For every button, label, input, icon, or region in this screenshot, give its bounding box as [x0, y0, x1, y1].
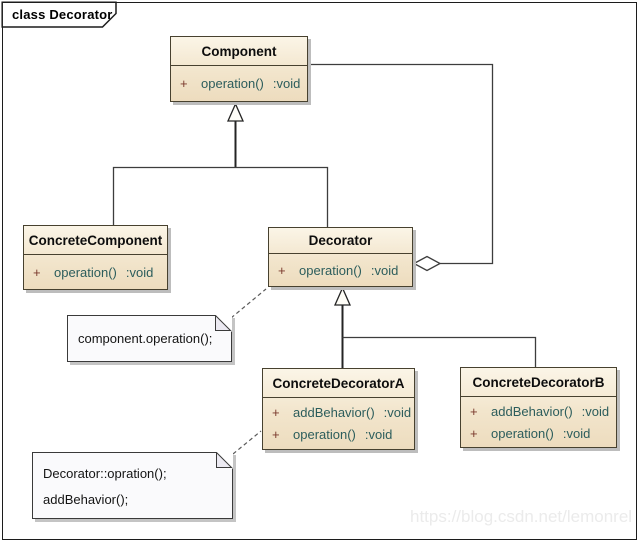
generalization-arrowhead-icon [227, 102, 244, 122]
note-fold-icon [216, 452, 233, 469]
method-return-type: :void [562, 425, 591, 441]
method-signature: operation() [299, 262, 362, 278]
class-box-component: Component + operation() :void [170, 36, 308, 102]
method-visibility: + [470, 403, 478, 419]
method-signature: operation() [201, 76, 264, 91]
generalization-arrowhead-icon [334, 286, 351, 306]
class-box-concrete-decorator-b: ConcreteDecoratorB + addBehavior() :void… [460, 367, 617, 448]
frame-tab [1, 1, 117, 28]
method-row: + operation() :void [263, 424, 414, 446]
method-return-type: :void [383, 405, 412, 420]
class-box-concrete-decorator-a: ConcreteDecoratorA + addBehavior() :void… [262, 368, 415, 450]
method-signature: addBehavior() [491, 403, 573, 419]
watermark-text: https://blog.csdn.net/lemonrel [410, 507, 633, 526]
class-name: ConcreteComponent [24, 226, 167, 255]
class-name: ConcreteDecoratorA [263, 369, 414, 398]
note-link-dashed-line [232, 430, 262, 455]
method-row: + operation() :void [269, 259, 412, 281]
note-decorator-opration: Decorator::opration(); addBehavior(); [32, 452, 233, 519]
method-visibility: + [272, 427, 280, 442]
note-text: addBehavior(); [43, 492, 129, 507]
method-visibility: + [272, 405, 280, 420]
method-signature: operation() [491, 425, 554, 441]
method-signature: addBehavior() [293, 405, 375, 420]
note-link-dashed-line [230, 288, 267, 319]
method-signature: operation() [54, 264, 117, 280]
method-visibility: + [470, 425, 478, 441]
note-text: Decorator::opration(); [43, 466, 167, 481]
class-box-decorator: Decorator + operation() :void [268, 227, 413, 287]
method-return-type: :void [370, 262, 399, 278]
method-return-type: :void [364, 427, 393, 442]
aggregation-diamond-icon [412, 255, 442, 272]
method-row: + operation() :void [171, 73, 307, 95]
method-row: + addBehavior() :void [461, 400, 616, 422]
method-row: + operation() :void [24, 261, 167, 283]
note-component-operation: component.operation(); [67, 315, 232, 362]
method-return-type: :void [272, 76, 301, 91]
method-return-type: :void [125, 264, 154, 280]
method-visibility: + [33, 264, 41, 280]
method-visibility: + [180, 76, 188, 91]
frame-tab-label: class Decorator [12, 7, 113, 22]
class-name: Component [171, 37, 307, 66]
generalization-branch-line [342, 336, 537, 367]
method-signature: operation() [293, 427, 356, 442]
class-name: Decorator [269, 228, 412, 254]
class-box-concrete-component: ConcreteComponent + operation() :void [23, 225, 168, 290]
method-row: + addBehavior() :void [263, 402, 414, 424]
note-text: component.operation(); [78, 330, 213, 346]
generalization-branch-line [112, 166, 329, 227]
method-visibility: + [278, 262, 286, 278]
method-return-type: :void [581, 403, 610, 419]
class-name: ConcreteDecoratorB [461, 368, 616, 397]
method-row: + operation() :void [461, 422, 616, 444]
aggregation-line [308, 63, 494, 265]
note-fold-icon [215, 315, 232, 332]
